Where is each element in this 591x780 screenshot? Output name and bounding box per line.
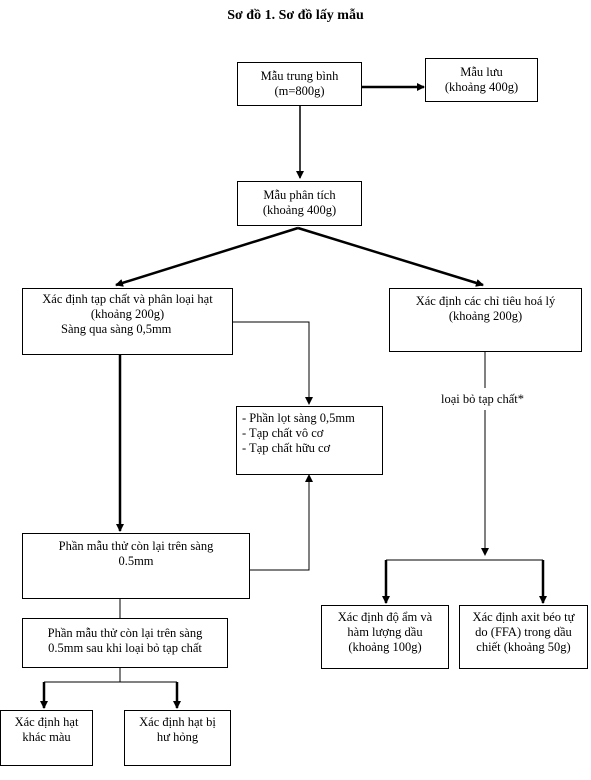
node-analysis-sample: Mẫu phân tích (khoảng 400g) (237, 181, 362, 226)
node-remaining-cleaned: Phần mẫu thử còn lại trên sàng 0.5mm sau… (22, 618, 228, 668)
edge-analysis-physchem (297, 226, 484, 287)
node-impurity-classification: Xác định tạp chất và phân loại hạt (khoả… (22, 288, 233, 355)
diagram-title: Sơ đồ 1. Sơ đồ lấy mẫu (227, 8, 364, 23)
node-average-sample: Mẫu trung bình (m=800g) (237, 62, 362, 106)
node-damaged-grains: Xác định hạt bị hư hỏng (124, 710, 231, 766)
node-sieved-impurities: - Phần lọt sàng 0,5mm - Tạp chất vô cơ -… (236, 406, 383, 475)
edge-remain-through (250, 474, 313, 571)
node-moisture-oil: Xác định độ ẩm và hàm lượng dầu (khoảng … (321, 605, 449, 669)
node-off-color-grains: Xác định hạt khác màu (0, 710, 93, 766)
edge-analysis-impurity (115, 226, 299, 287)
node-stored-sample: Mẫu lưu (khoảng 400g) (425, 58, 538, 102)
node-remaining-on-sieve: Phần mẫu thử còn lại trên sàng 0.5mm (22, 533, 250, 599)
node-physchem: Xác định các chỉ tiêu hoá lý (khoảng 200… (389, 288, 582, 352)
label-remove-impurities: loại bỏ tạp chất* (441, 392, 524, 406)
node-free-fatty-acid: Xác định axit béo tự do (FFA) trong dầu … (459, 605, 588, 669)
edge-impurity-through (233, 321, 313, 405)
